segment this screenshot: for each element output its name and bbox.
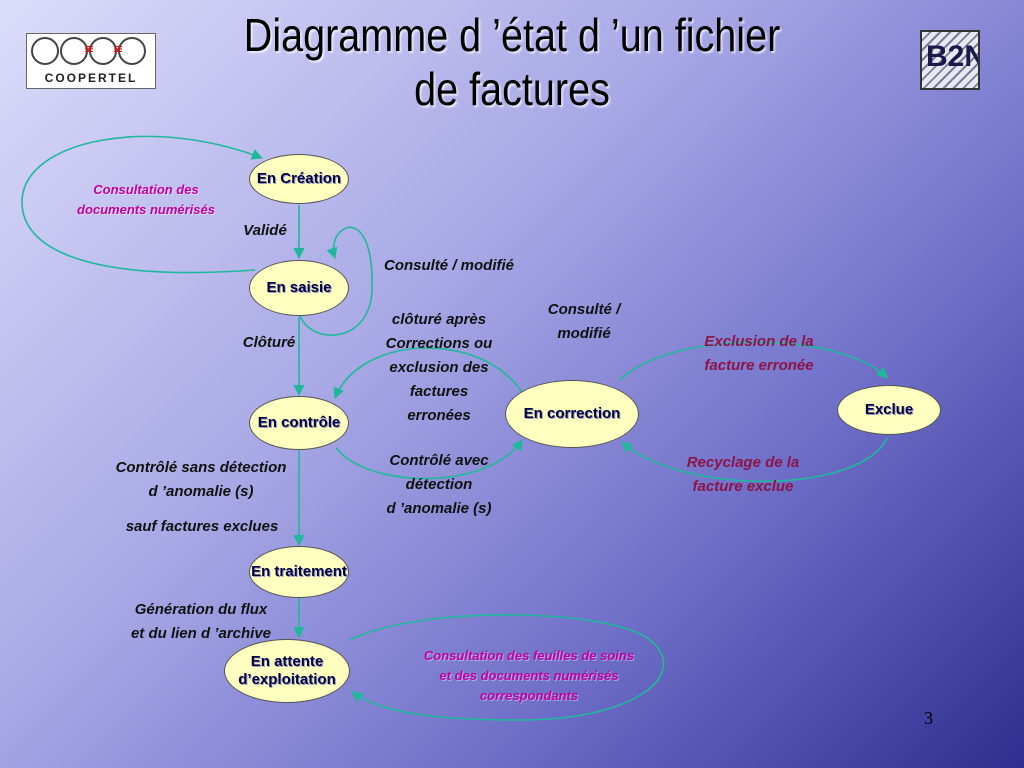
- label-line: exclusion des: [389, 359, 489, 376]
- label-consulte-modifie-saisie: Consulté / modifié: [383, 257, 514, 274]
- state-exclue: Exclue: [837, 385, 941, 435]
- logo-stripes: [922, 32, 978, 88]
- arrow-cloture-apres: [333, 347, 523, 400]
- label-line: facture erronée: [704, 357, 814, 374]
- slide-title-line2: de factures: [414, 63, 610, 115]
- label-controle-avec-detection: Contrôlé avec détection d ’anomalie (s): [374, 449, 504, 521]
- label-exclusion: Exclusion de la facture erronée: [686, 330, 832, 378]
- label-line: modifié: [557, 325, 611, 342]
- state-en-controle: En contrôle: [249, 396, 349, 450]
- coopertel-logo-text: COOPERTEL: [44, 71, 138, 85]
- label-consultation-feuilles: Consultation des feuilles de soins et de…: [404, 646, 654, 706]
- label-line: Consulté /: [547, 301, 621, 318]
- state-en-attente-label-l1: En attente: [250, 653, 324, 670]
- arrow-consultation-feuilles: [349, 614, 665, 721]
- logo-circle: [118, 37, 146, 65]
- label-cloture-apres-corrections: clôturé après Corrections ou exclusion d…: [376, 308, 502, 428]
- label-consultation-documents: Consultation des documents numérisés: [60, 180, 232, 220]
- label-line: Génération du flux: [134, 601, 268, 618]
- label-consulte-modifie-correction: Consulté / modifié: [536, 298, 632, 346]
- arrow-exclusion: [619, 341, 888, 381]
- state-en-creation-label: En Création: [256, 170, 342, 187]
- label-line: clôturé après: [391, 311, 487, 328]
- label-recyclage: Recyclage de la facture exclue: [670, 451, 816, 499]
- state-en-attente-label-l2: d’exploitation: [238, 671, 336, 688]
- label-line: facture exclue: [692, 478, 794, 495]
- label-line: Consultation des: [93, 182, 199, 197]
- label-line: Contrôlé avec: [389, 452, 489, 469]
- label-line: correspondants: [479, 688, 579, 703]
- arrow-recyclage: [621, 437, 888, 483]
- state-exclue-label: Exclue: [864, 401, 914, 418]
- label-line: Recyclage de la: [686, 454, 800, 471]
- label-line: d ’anomalie (s): [148, 483, 254, 500]
- label-sauf-factures-exclues: sauf factures exclues: [125, 518, 279, 535]
- state-en-saisie-label: En saisie: [266, 279, 332, 296]
- state-en-saisie: En saisie: [249, 260, 349, 316]
- state-en-creation: En Création: [249, 154, 349, 204]
- arrow-self-saisie: [299, 226, 373, 336]
- state-en-controle-label: En contrôle: [257, 414, 341, 431]
- logo-circle: [89, 37, 117, 65]
- label-line: Contrôlé sans détection: [115, 459, 287, 476]
- state-en-traitement: En traitement: [249, 546, 349, 598]
- label-valide: Validé: [243, 222, 287, 239]
- label-generation-flux: Génération du flux et du lien d ’archive: [110, 598, 292, 646]
- coopertel-logo: ≢ ≢ COOPERTEL: [26, 33, 156, 89]
- arrow-consultation-docs: [21, 135, 264, 274]
- state-en-correction: En correction: [505, 380, 639, 448]
- state-en-correction-label: En correction: [523, 405, 621, 422]
- label-line: et des documents numérisés: [439, 668, 619, 683]
- slide-title-line1: Diagramme d ’état d ’un fichier: [243, 9, 781, 61]
- logo-red-mark: ≢: [112, 42, 124, 57]
- b2n-logo: B2N: [920, 30, 980, 90]
- label-line: Corrections ou: [385, 335, 493, 352]
- page-number: 3: [924, 708, 933, 728]
- logo-circle: [60, 37, 88, 65]
- label-line: détection: [405, 476, 473, 493]
- label-line: documents numérisés: [77, 202, 215, 217]
- label-line: Consultation des feuilles de soins: [423, 648, 635, 663]
- label-line: factures: [409, 383, 469, 400]
- b2n-logo-text: B2N: [926, 40, 978, 73]
- label-line: et du lien d ’archive: [130, 625, 272, 642]
- label-controle-sans-detection: Contrôlé sans détection d ’anomalie (s): [100, 456, 302, 504]
- slide-title: Diagramme d ’état d ’un fichier de factu…: [226, 8, 797, 116]
- label-line: Exclusion de la: [704, 333, 814, 350]
- logo-circle: [31, 37, 59, 65]
- label-line: erronées: [407, 407, 471, 424]
- label-line: d ’anomalie (s): [386, 500, 492, 517]
- state-en-attente-exploitation: En attente d’exploitation: [224, 639, 350, 703]
- arrow-controle-avec: [335, 439, 523, 480]
- logo-red-mark: ≢: [83, 42, 95, 57]
- state-en-traitement-label: En traitement: [251, 563, 347, 580]
- label-cloture: Clôturé: [242, 334, 296, 351]
